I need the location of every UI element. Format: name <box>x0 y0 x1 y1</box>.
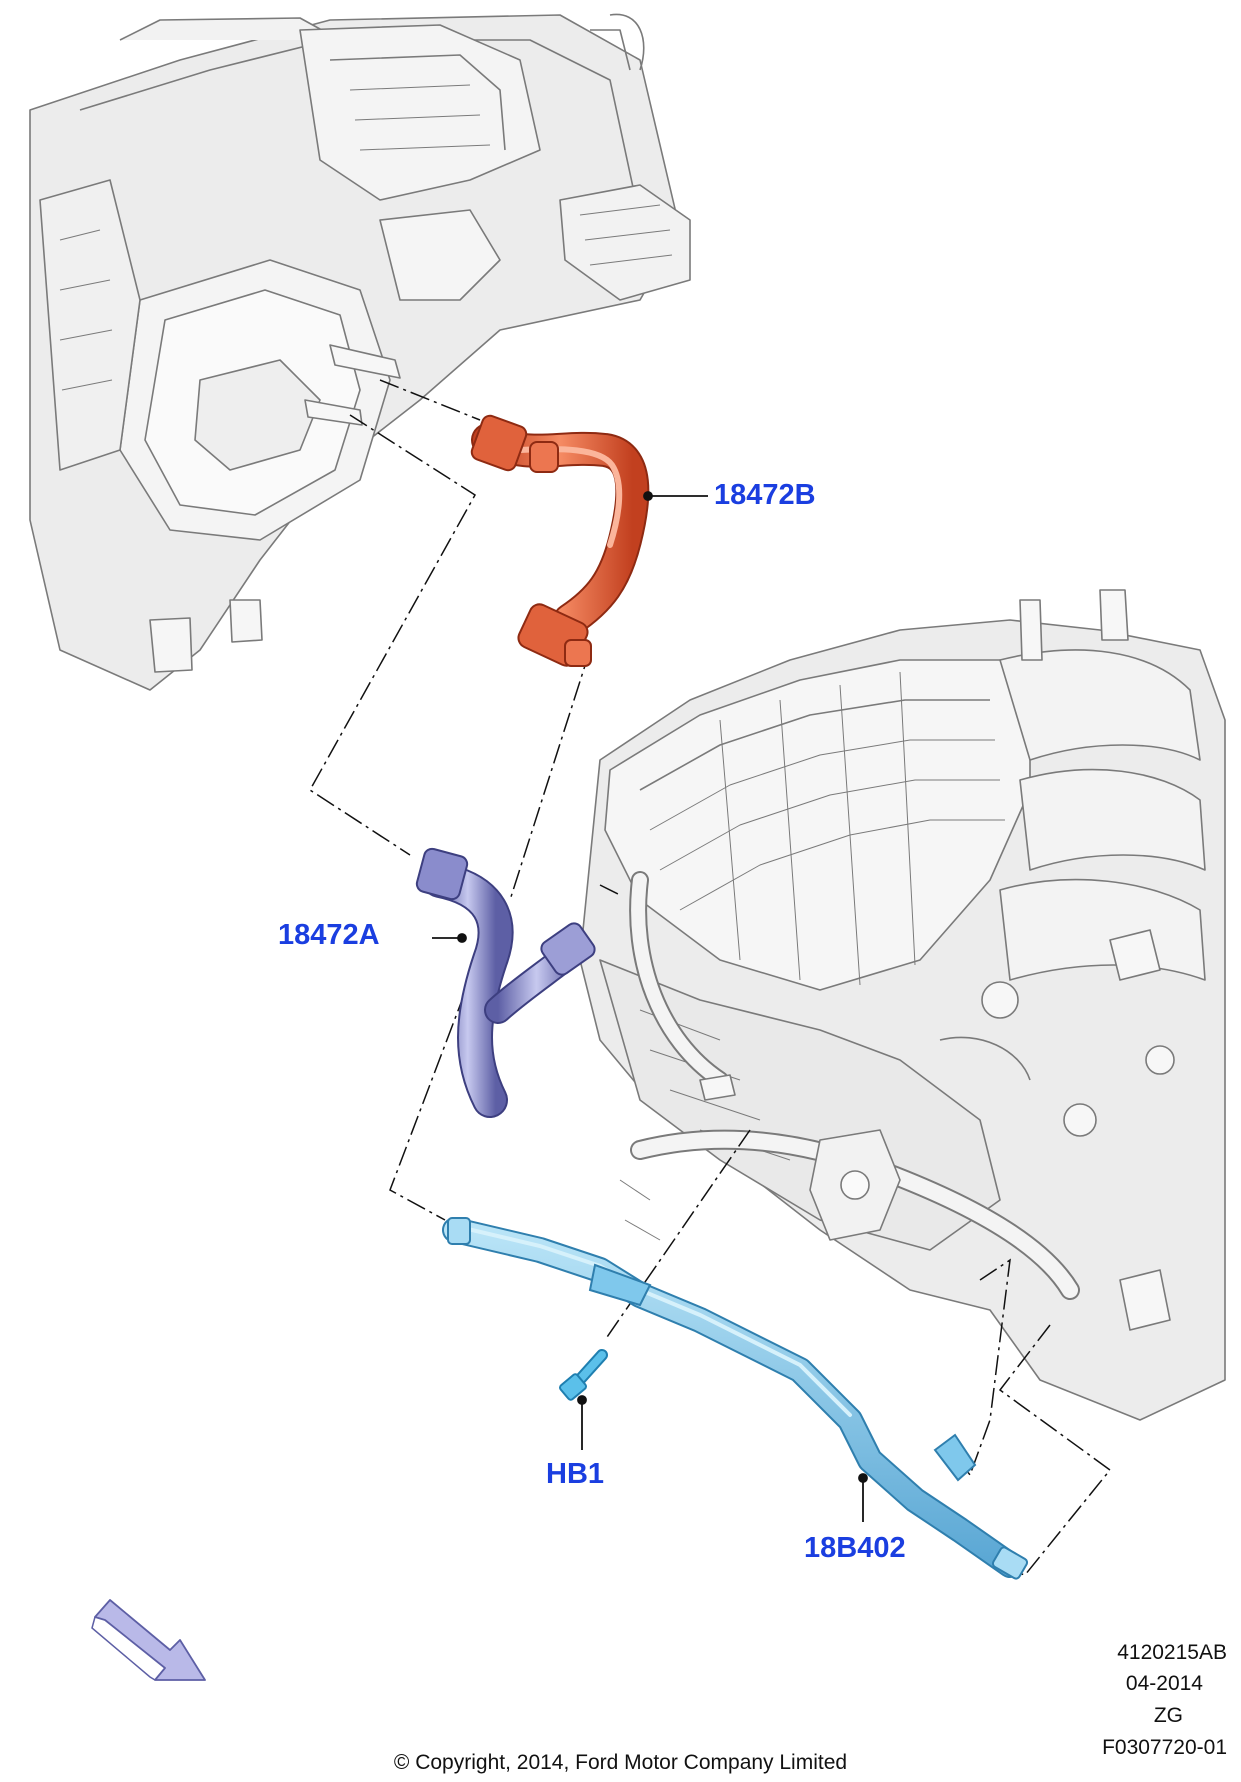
callout-18b402: 18B402 <box>804 1532 906 1564</box>
leader-dot-18472b <box>643 491 653 501</box>
reference-zone: ZG <box>1153 1704 1183 1727</box>
reference-code: 4120215AB <box>1117 1641 1227 1664</box>
leader-dot-hb1 <box>577 1395 587 1405</box>
callout-leaders <box>432 491 868 1522</box>
bolt-hb1[interactable] <box>559 1349 608 1401</box>
reference-date: 04-2014 <box>1125 1672 1203 1695</box>
view-direction-arrow-icon <box>91 1599 206 1681</box>
heater-housing-drawing <box>29 13 691 691</box>
hose-18472b[interactable] <box>470 414 650 669</box>
leader-dot-18b402 <box>858 1473 868 1483</box>
tube-18b402[interactable] <box>442 1217 1029 1580</box>
hose-18472a[interactable] <box>415 847 598 1118</box>
engine-drawing <box>579 589 1226 1421</box>
copyright-notice: © Copyright, 2014, Ford Motor Company Li… <box>393 1751 848 1774</box>
reference-figure: F0307720-01 <box>1102 1736 1227 1759</box>
leader-dot-18472a <box>457 933 467 943</box>
callout-18472a: 18472A <box>278 919 380 951</box>
callout-hb1: HB1 <box>546 1458 605 1490</box>
callout-18472b: 18472B <box>714 479 816 511</box>
